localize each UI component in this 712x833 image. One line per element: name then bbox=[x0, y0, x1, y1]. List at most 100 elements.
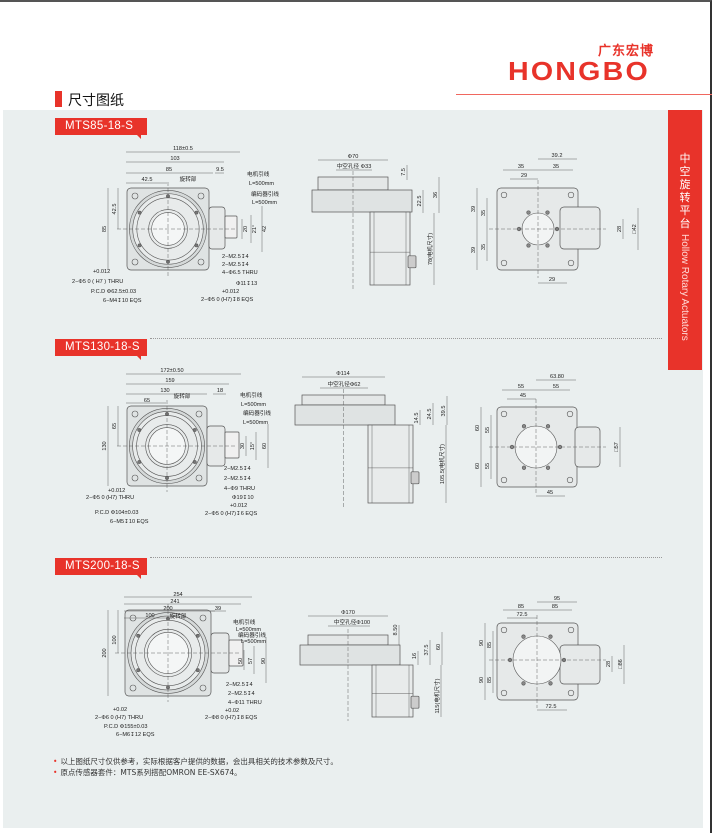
dimension-label: 29 bbox=[521, 173, 527, 179]
encoder-connector bbox=[410, 471, 420, 485]
dimension-label: 22.5 bbox=[417, 196, 423, 207]
dimension-label: 85 bbox=[102, 226, 108, 232]
dimension-label: 60 bbox=[262, 443, 268, 449]
dimension-label: 37.5 bbox=[424, 645, 430, 656]
dimension-label: +0.012 bbox=[222, 289, 239, 295]
dimension-label: 85 bbox=[518, 604, 524, 610]
dimension-label: 29 bbox=[549, 277, 555, 283]
section-separator bbox=[150, 557, 662, 558]
dimension-label: 2−Φ6 0 (H7) THRU bbox=[95, 715, 143, 721]
side-tab-chinese: 中空旋转平台 bbox=[679, 152, 691, 230]
logo-hongbo: HONGBO bbox=[508, 56, 650, 86]
dimension-label: 39.5 bbox=[441, 406, 447, 417]
motor-housing-extension bbox=[208, 206, 226, 250]
tapped-hole bbox=[137, 243, 142, 248]
dimension-label: Φ70 bbox=[348, 154, 359, 160]
tapped-hole bbox=[136, 633, 141, 638]
mounting-hole bbox=[199, 684, 207, 692]
dimension-label: L=500mm bbox=[249, 181, 274, 187]
dimension-label: 30 bbox=[240, 443, 246, 449]
base-flange-side bbox=[294, 404, 396, 426]
tapped-hole bbox=[137, 428, 142, 432]
footnote: •原点传感器套件：MTS系列搭配OMRON EE-SX674。 bbox=[53, 767, 338, 778]
mounting-hole bbox=[131, 410, 139, 418]
mounting-hole bbox=[500, 410, 508, 418]
title-accent-bar bbox=[55, 91, 62, 107]
dimension-label: Φ19↧10 bbox=[232, 494, 254, 501]
dimension-label: 2−Φ5 0 (H7)↧6 EQS bbox=[205, 510, 257, 517]
tapped-hole bbox=[521, 681, 526, 686]
tapped-hole bbox=[545, 210, 550, 215]
dimension-label: 电机引线 bbox=[240, 391, 263, 399]
tapped-hole bbox=[548, 681, 553, 686]
mounting-hole bbox=[500, 476, 508, 484]
dimension-label: 2−Φ5 0 (H7) THRU bbox=[86, 495, 134, 501]
mounting-hole bbox=[199, 614, 207, 622]
dimension-label: 254 bbox=[173, 592, 182, 598]
dimension-label: 100 bbox=[145, 613, 154, 619]
dimension-label: 20 bbox=[243, 226, 249, 232]
dimension-label: 7.5 bbox=[401, 168, 407, 176]
side-category-tab: 中空旋转平台 Hollow Rotary Actuators bbox=[668, 110, 702, 370]
tapped-hole bbox=[521, 465, 527, 470]
dimension-label: 编码器引线 bbox=[238, 631, 266, 639]
dimension-label: 85 bbox=[166, 167, 172, 173]
dimension-label: Φ114 bbox=[336, 371, 349, 377]
dimension-label: 39 bbox=[471, 247, 477, 253]
dimension-label: 4−Φ9 THRU bbox=[224, 486, 255, 492]
dimension-label: 200 bbox=[163, 606, 172, 612]
dimension-label: 105.5(电机尺寸) bbox=[438, 444, 446, 484]
dimension-label: 2−Φ5 0 (H7)↧8 EQS bbox=[201, 296, 253, 303]
tapped-hole bbox=[545, 243, 550, 248]
dimension-label: □86 bbox=[618, 659, 624, 669]
dimension-label: 55 bbox=[485, 427, 491, 433]
mounting-hole bbox=[567, 626, 575, 634]
dimension-label: 36 bbox=[433, 192, 439, 198]
dimension-label: 55 bbox=[485, 463, 491, 469]
base-flange-side bbox=[311, 189, 413, 213]
dimension-label: 57 bbox=[248, 658, 254, 664]
dimension-label: P.C.D Φ104±0.03 bbox=[95, 510, 139, 516]
tapped-hole bbox=[548, 634, 553, 639]
mounting-hole bbox=[131, 258, 139, 266]
tapped-hole bbox=[192, 460, 197, 464]
dimension-label: L=500mm bbox=[241, 402, 266, 408]
dimension-label: □42 bbox=[632, 224, 638, 234]
tapped-hole bbox=[194, 210, 199, 215]
dimension-label: 85 bbox=[552, 604, 558, 610]
dimension-label: □57 bbox=[614, 442, 620, 452]
motor-flange-bottom bbox=[559, 206, 601, 250]
dimension-label: 2−M2.5↧4 bbox=[224, 465, 251, 472]
motor-flange-bottom bbox=[559, 644, 601, 685]
dimension-label: 16 bbox=[412, 653, 418, 659]
section-title: 尺寸图纸 bbox=[68, 93, 124, 109]
tapped-hole bbox=[137, 460, 142, 464]
tapped-hole bbox=[192, 428, 197, 432]
dimension-label: 39 bbox=[215, 606, 221, 612]
dimension-label: +0.012 bbox=[230, 503, 247, 509]
tapped-hole bbox=[136, 668, 141, 673]
side-tab-english: Hollow Rotary Actuators bbox=[679, 234, 690, 341]
motor-body-side bbox=[367, 424, 414, 504]
dimension-label: 2−M2.5↧4 bbox=[224, 475, 251, 482]
section-separator bbox=[150, 338, 662, 339]
mounting-hole bbox=[197, 258, 205, 266]
model-tag-mts130: MTS130-18-S bbox=[55, 339, 147, 360]
dimension-label: 中空孔径Φ100 bbox=[334, 618, 370, 626]
dimension-label: 42.5 bbox=[112, 204, 118, 215]
dimension-label: 130 bbox=[102, 441, 108, 450]
dimension-label: 241 bbox=[170, 599, 179, 605]
encoder-connector bbox=[407, 255, 417, 269]
mounting-hole bbox=[131, 192, 139, 200]
tapped-hole bbox=[545, 424, 551, 429]
dimension-label: +0.02 bbox=[225, 708, 239, 714]
mounting-hole bbox=[567, 259, 575, 267]
bullet: • bbox=[53, 757, 58, 766]
dimension-label: 2−M2.5↧4 bbox=[228, 690, 255, 697]
mounting-hole bbox=[197, 192, 205, 200]
motor-connector bbox=[224, 431, 240, 459]
dimension-label: 72.5 bbox=[546, 704, 557, 710]
tapped-hole bbox=[521, 424, 527, 429]
dimension-label: 50 bbox=[238, 658, 244, 664]
